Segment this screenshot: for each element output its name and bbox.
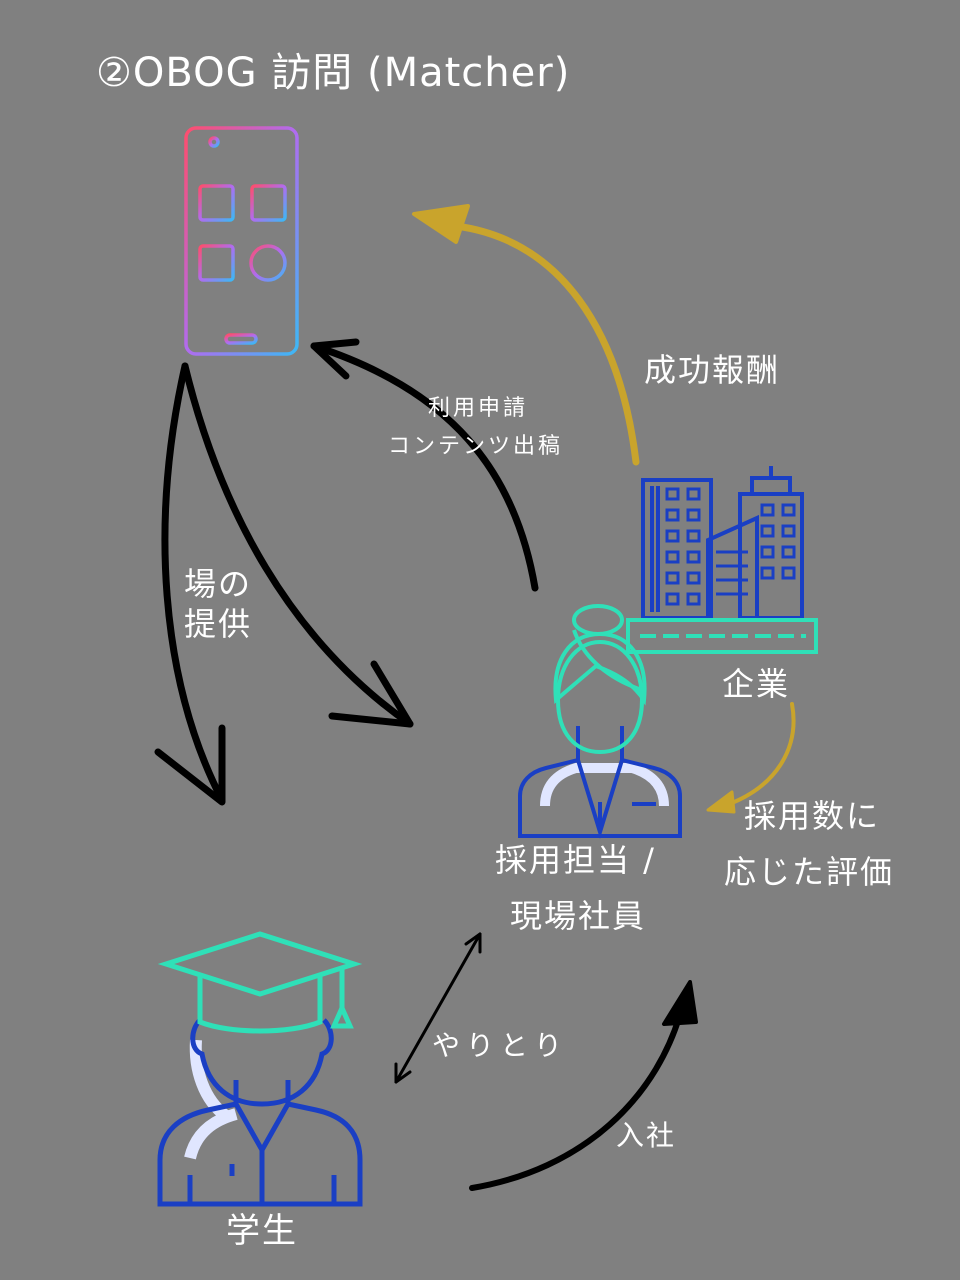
arrow-company-to-app-success-fee xyxy=(412,204,640,466)
arrow-recruiter-to-app xyxy=(310,338,539,592)
arrow-app-to-student xyxy=(154,362,226,806)
node-label-student: 学生 xyxy=(226,1211,298,1251)
edge-label-success-fee: 成功報酬 xyxy=(644,351,781,389)
node-label-recruiter-line1: 採用担当 / xyxy=(495,841,656,879)
smartphone-app-icon xyxy=(184,126,299,356)
graduate-student-icon xyxy=(157,931,363,1207)
office-buildings-icon xyxy=(641,466,804,620)
female-employee-icon xyxy=(518,604,682,839)
arrow-app-to-recruiter xyxy=(181,362,414,728)
node-label-recruiter-line2: 現場社員 xyxy=(510,897,647,935)
ground-strip xyxy=(626,618,818,654)
edge-label-provide-line1: 場の xyxy=(184,565,253,603)
diagram-title: ②OBOG 訪問 (Matcher) xyxy=(96,50,571,96)
node-label-company: 企業 xyxy=(722,665,791,703)
arrow-student-join-company xyxy=(469,980,698,1191)
edge-label-provide-line2: 提供 xyxy=(184,605,253,643)
edge-label-evaluation-line1: 採用数に xyxy=(744,797,881,835)
edge-label-content: コンテンツ出稿 xyxy=(388,434,564,459)
edge-label-join: 入社 xyxy=(616,1119,677,1152)
arrow-company-to-recruiter-evaluation xyxy=(706,702,796,814)
edge-label-evaluation-line2: 応じた評価 xyxy=(724,853,895,891)
arrow-student-recruiter-interaction xyxy=(394,932,482,1084)
edge-label-interaction: やりとり xyxy=(432,1029,569,1062)
edge-label-apply: 利用申請 xyxy=(428,396,529,421)
